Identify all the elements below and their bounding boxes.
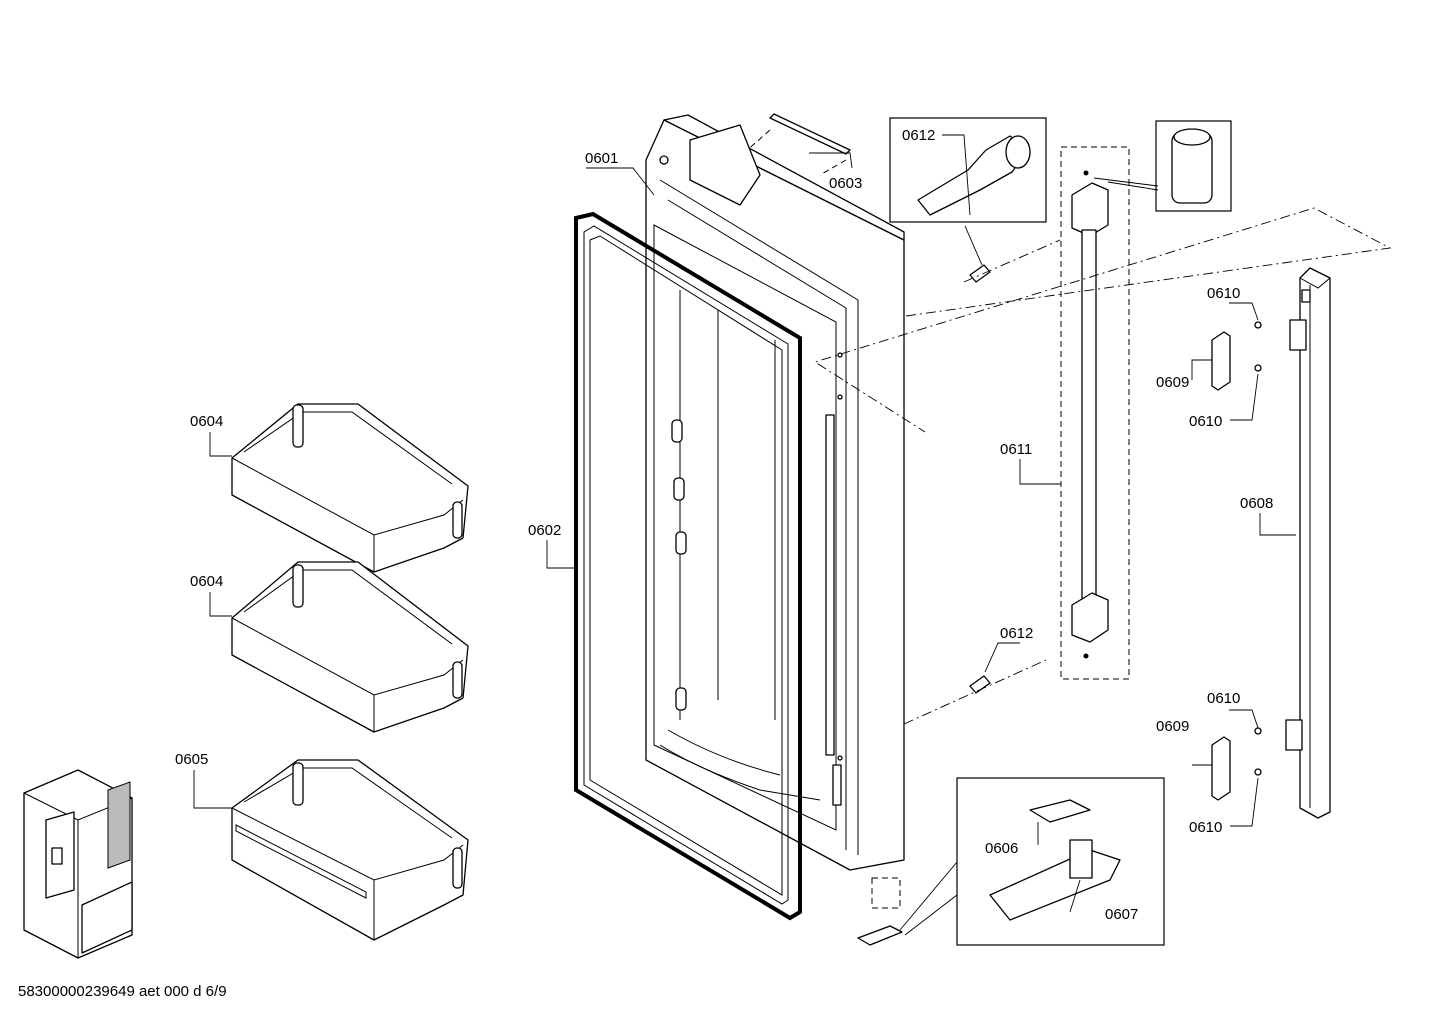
detail-box-set-screw: [1155, 120, 1232, 212]
label-0604-bottom: 0604: [190, 573, 224, 590]
label-0610-c: 0610: [1207, 690, 1241, 707]
bolt-0612-lower: [969, 675, 991, 694]
bolt-0612-upper: [969, 264, 991, 283]
top-strip-0603: [689, 113, 851, 206]
label-0612-upper: 0612: [902, 127, 936, 144]
detail-box-hinge-parts: [956, 777, 1165, 946]
label-0609-bottom: 0609: [1156, 718, 1190, 735]
label-0610-b: 0610: [1189, 413, 1223, 430]
label-0602: 0602: [528, 522, 562, 539]
label-0610-a: 0610: [1207, 285, 1241, 302]
label-0612-lower: 0612: [1000, 625, 1034, 642]
label-0611: 0611: [1000, 441, 1033, 458]
door-shelf-0605: [231, 759, 469, 941]
detail-box-bolt: [889, 117, 1047, 223]
door-shelf-0604-top: [231, 403, 469, 573]
label-0601: 0601: [585, 150, 619, 167]
leader-lines: [193, 134, 1296, 936]
screws-0610: [1254, 321, 1262, 776]
label-0609-top: 0609: [1156, 374, 1190, 391]
label-0603: 0603: [829, 175, 863, 192]
door-shelf-0604-bottom: [231, 561, 469, 733]
label-0610-d: 0610: [1189, 819, 1223, 836]
door-liner-0601: [645, 114, 905, 871]
label-0608: 0608: [1240, 495, 1274, 512]
appliance-overview-thumbnail: [23, 769, 133, 959]
lower-hinge: [857, 877, 903, 946]
door-seal-0602: [574, 211, 802, 921]
label-0604-top: 0604: [190, 413, 224, 430]
document-id-footer: 58300000239649 aet 000 d 6/9: [18, 983, 227, 1000]
clip-0609-top: [1211, 331, 1231, 391]
bracket-0611: [1060, 146, 1130, 680]
clip-0609-bottom: [1211, 736, 1231, 801]
hinge-rail-0608: [1285, 267, 1331, 819]
label-0605: 0605: [175, 751, 209, 768]
projection-lines: [813, 207, 1392, 725]
label-0607: 0607: [1105, 906, 1139, 923]
label-0606: 0606: [985, 840, 1019, 857]
